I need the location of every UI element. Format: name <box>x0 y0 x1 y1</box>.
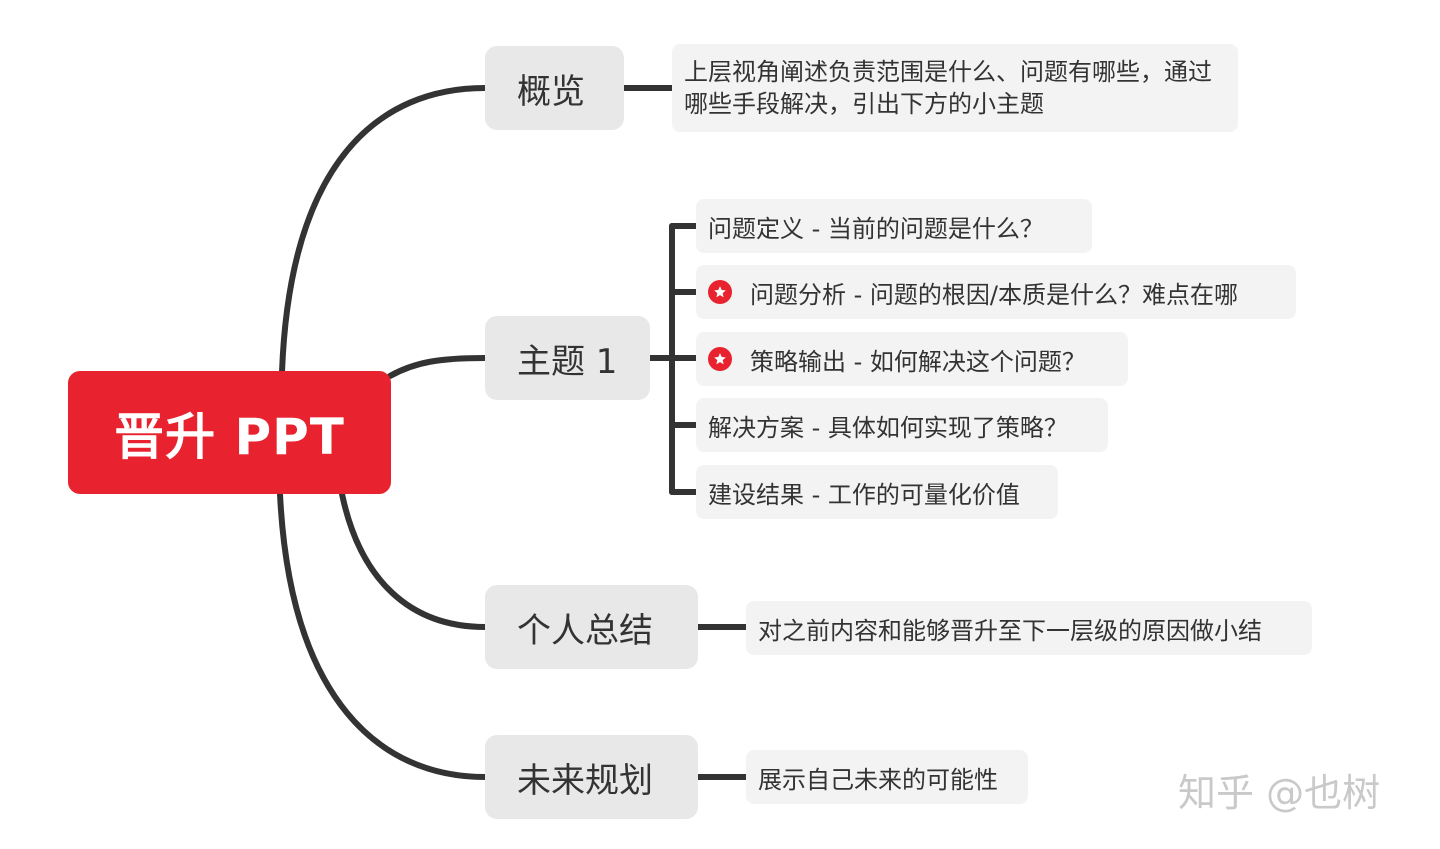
link-root-overview <box>279 85 488 375</box>
leaf-summary[interactable]: 对之前内容和能够晋升至下一层级的原因做小结 <box>746 601 1312 655</box>
leaf-topic1-5[interactable]: 建设结果 - 工作的可量化价值 <box>696 465 1058 519</box>
root-label: 晋升 PPT <box>114 407 345 466</box>
leaf-label: 解决方案 - 具体如何实现了策略？ <box>708 413 1068 442</box>
leaf-topic1-2[interactable]: 问题分析 - 问题的根因/本质是什么？难点在哪 <box>696 265 1296 319</box>
link-root-topic1 <box>387 355 488 379</box>
leaf-label: 展示自己未来的可能性 <box>758 765 998 794</box>
leaf-label: 问题定义 - 当前的问题是什么？ <box>708 214 1044 243</box>
leaf-label: 策略输出 - 如何解决这个问题？ <box>750 347 1086 376</box>
leaf-topic1-4[interactable]: 解决方案 - 具体如何实现了策略？ <box>696 398 1108 452</box>
star-icon <box>708 280 732 304</box>
leaf-topic1-1[interactable]: 问题定义 - 当前的问题是什么？ <box>696 199 1092 253</box>
branch-label: 概览 <box>517 71 585 112</box>
star-icon <box>708 347 732 371</box>
leaf-label: 问题分析 - 问题的根因/本质是什么？难点在哪 <box>750 280 1239 309</box>
branch-label: 未来规划 <box>517 760 653 801</box>
branch-topic1[interactable]: 主题 1 <box>485 316 650 400</box>
leaf-overview[interactable]: 上层视角阐述负责范围是什么、问题有哪些，通过哪些手段解决，引出下方的小主题 <box>672 44 1238 132</box>
leaf-topic1-3[interactable]: 策略输出 - 如何解决这个问题？ <box>696 332 1128 386</box>
watermark: 知乎 @也树 <box>1178 771 1381 815</box>
leaf-plan[interactable]: 展示自己未来的可能性 <box>746 750 1028 804</box>
branch-summary[interactable]: 个人总结 <box>485 585 698 669</box>
leaf-label: 对之前内容和能够晋升至下一层级的原因做小结 <box>758 616 1262 645</box>
branch-label: 个人总结 <box>517 610 653 651</box>
link-root-summary <box>339 491 488 630</box>
link-root-plan <box>277 491 488 780</box>
branch-label: 主题 1 <box>517 341 618 382</box>
leaf-label: 上层视角阐述负责范围是什么、问题有哪些，通过哪些手段解决，引出下方的小主题 <box>684 58 1212 118</box>
root-node[interactable]: 晋升 PPT <box>68 371 391 494</box>
branch-overview[interactable]: 概览 <box>485 46 624 130</box>
leaf-label: 建设结果 - 工作的可量化价值 <box>708 480 1020 509</box>
branch-plan[interactable]: 未来规划 <box>485 735 698 819</box>
